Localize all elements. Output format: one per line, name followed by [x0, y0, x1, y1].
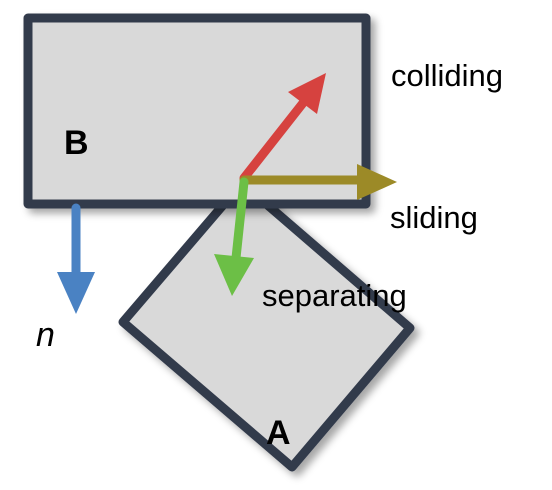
colliding-arrow — [239, 73, 326, 183]
sliding-label: sliding — [390, 200, 478, 235]
normal-arrow — [57, 203, 95, 314]
box-b — [23, 13, 371, 209]
sliding-arrow — [239, 164, 397, 200]
separating-arrow — [214, 177, 254, 296]
colliding-label: colliding — [391, 58, 503, 93]
box-a — [118, 178, 415, 472]
box-a-label: A — [266, 414, 291, 452]
normal-label: n — [36, 316, 55, 354]
box-b-label: B — [64, 124, 89, 162]
separating-label: separating — [262, 278, 407, 313]
